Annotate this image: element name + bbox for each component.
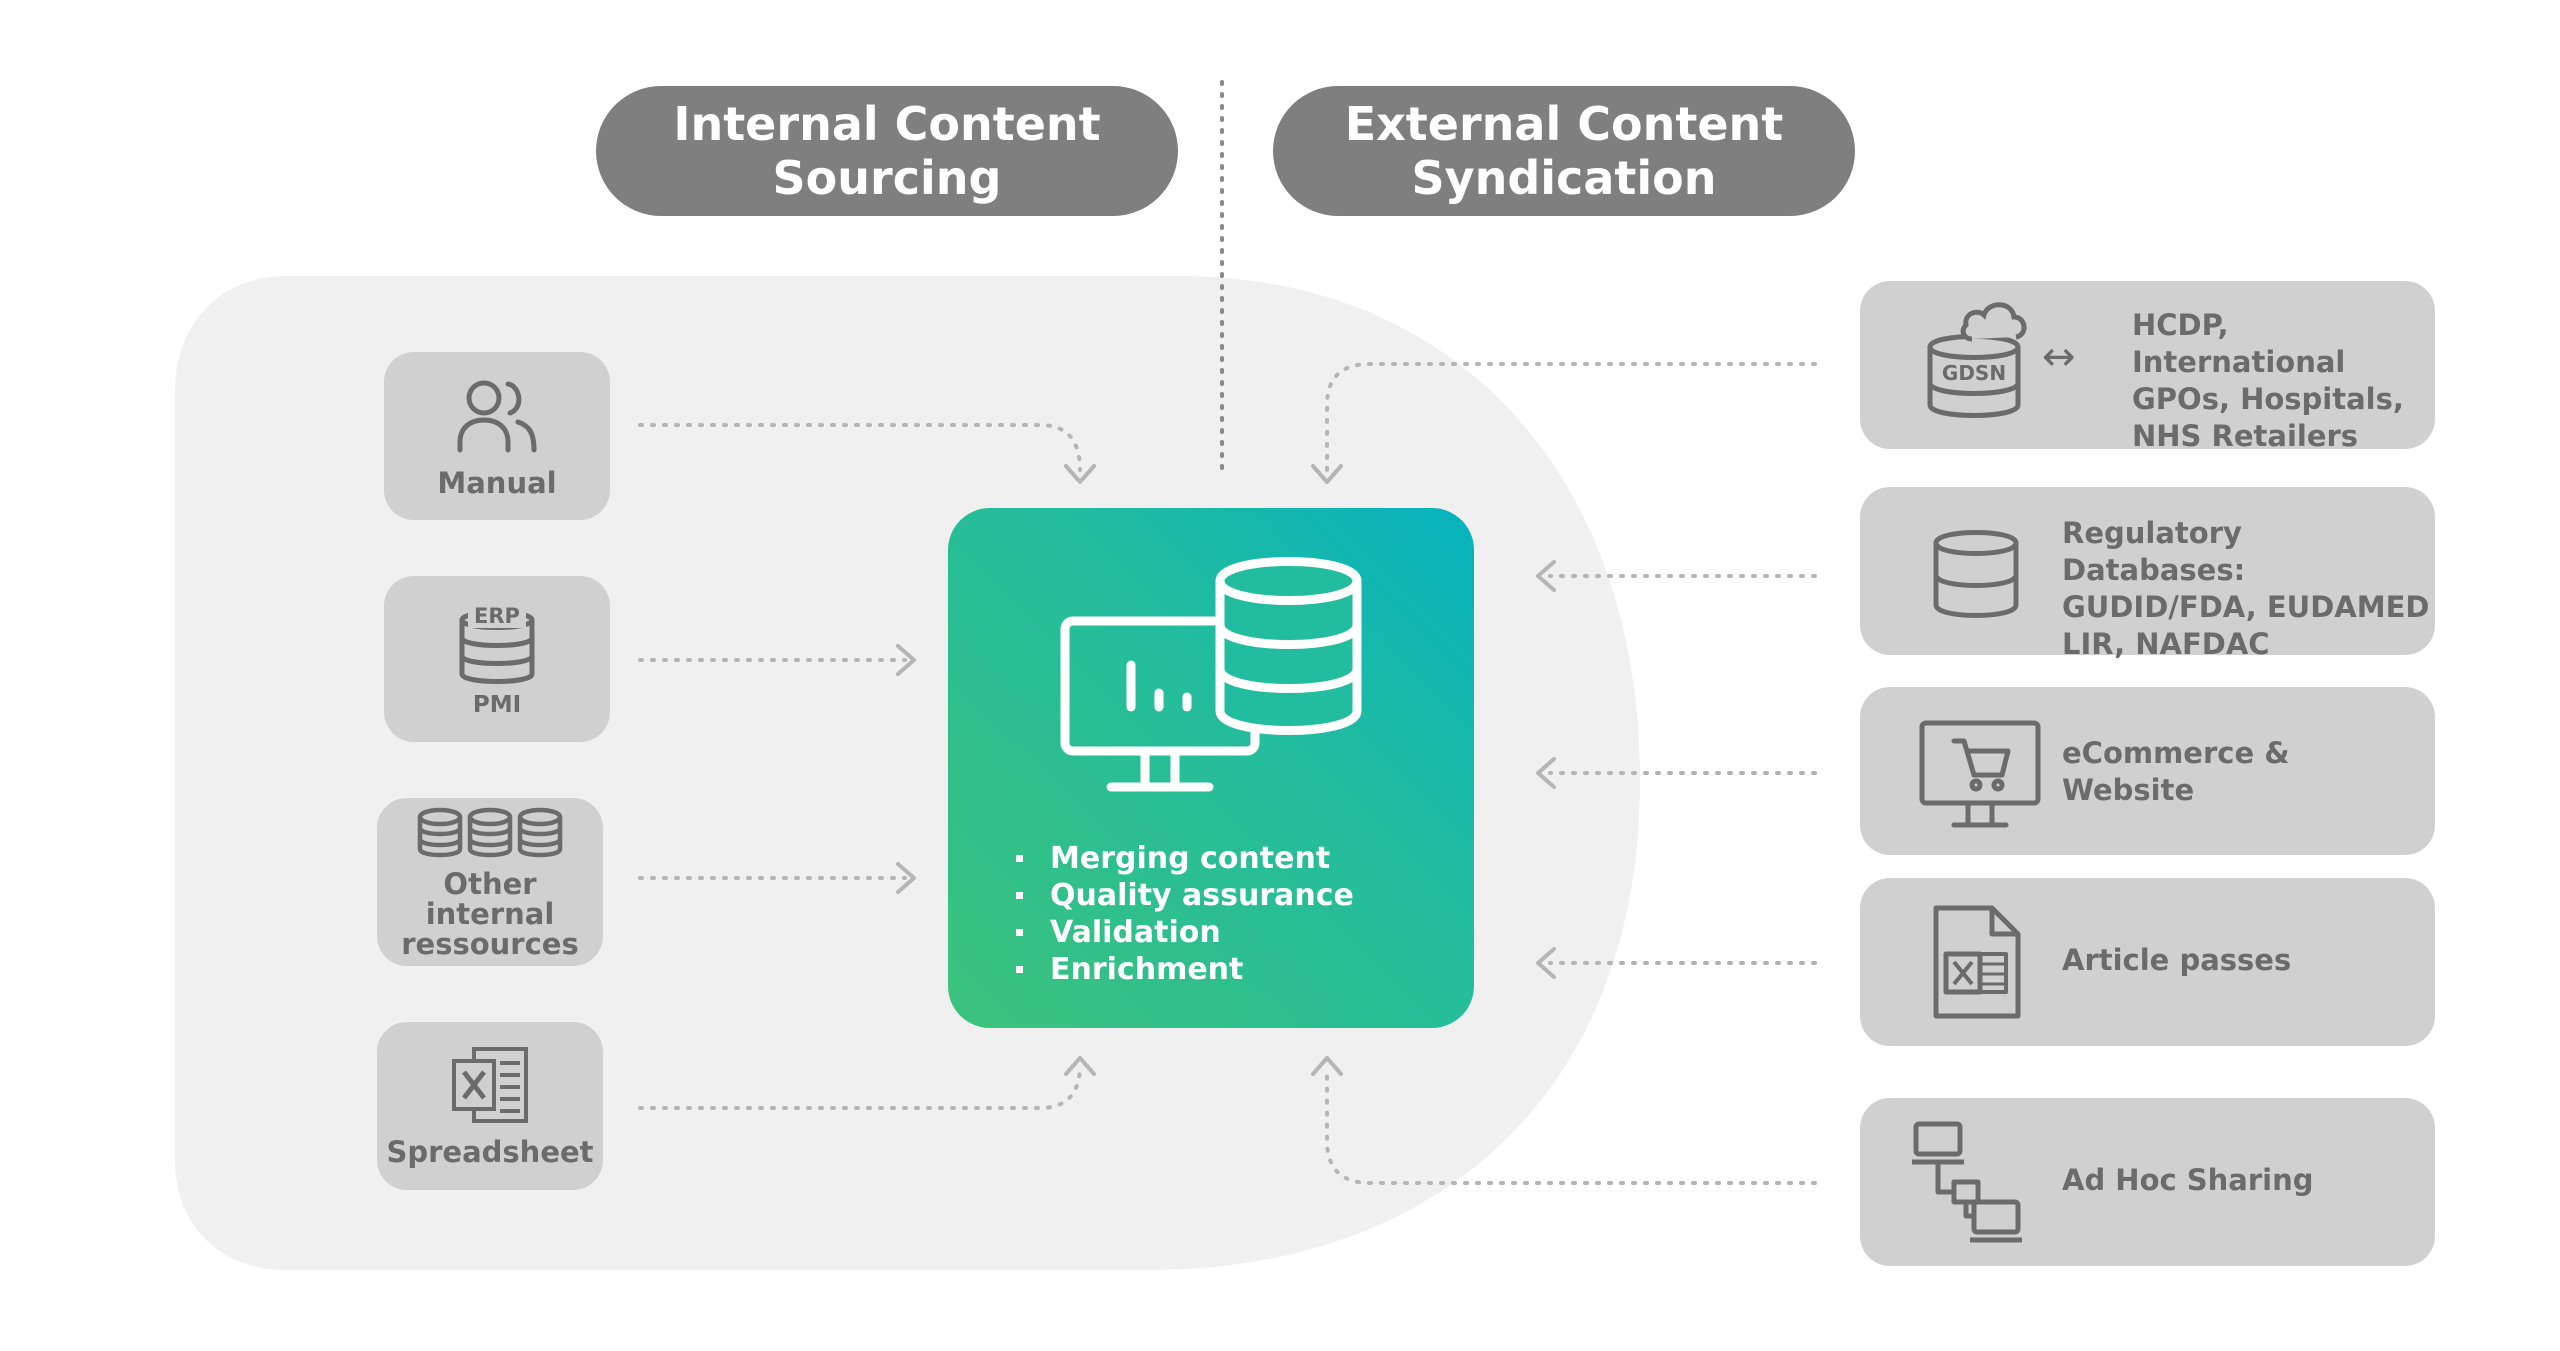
content-hub: [948, 508, 1474, 1028]
target-adhoc-sharing: Ad Hoc Sharing: [1860, 1098, 2435, 1266]
connector-manual: [638, 423, 1082, 472]
gdsn-cloud-database-icon: GDSN: [1927, 302, 2027, 418]
connector-adhoc: [1325, 1073, 1817, 1185]
target-ecommerce: eCommerce & Website: [1860, 687, 2435, 855]
arrowhead-gdsn: [1311, 464, 1343, 484]
monitor-database-icon: [1060, 557, 1362, 792]
target-article-passes: Article passes: [1860, 878, 2435, 1046]
arrowhead-spreadsheet: [1064, 1056, 1096, 1076]
source-manual-label: Manual: [437, 466, 557, 500]
target-adhoc-label: Ad Hoc Sharing: [2062, 1163, 2314, 1197]
source-other-internal: Other internal ressources: [377, 798, 603, 966]
source-pmi: ERP PMI: [384, 576, 610, 742]
excel-file-icon: [1933, 905, 2021, 1019]
arrowhead-pmi: [896, 644, 916, 676]
target-ecommerce-label: eCommerce & Website: [2062, 736, 2290, 807]
database-icon: [1933, 530, 2019, 618]
internal-sourcing-header: Internal Content Sourcing: [596, 86, 1178, 216]
arrowhead-ecommerce: [1536, 757, 1556, 789]
hub-process-list: Merging content Quality assurance Valida…: [1010, 840, 1354, 988]
shopping-cart-monitor-icon: [1919, 720, 2041, 828]
connector-spreadsheet: [638, 1063, 1082, 1110]
target-gdsn: GDSN ↔ HCDP, International GPOs, Hospita…: [1860, 281, 2435, 453]
databases-icon: [417, 807, 563, 858]
source-other-label: Other internal ressources: [401, 867, 579, 961]
target-regulatory: Regulatory Databases: GUDID/FDA, EUDAMED…: [1860, 487, 2435, 661]
source-pmi-label: PMI: [472, 692, 522, 718]
gdsn-badge: GDSN: [1942, 361, 2006, 385]
hub-bullet: Validation: [1010, 914, 1354, 951]
arrowhead-article: [1536, 947, 1556, 979]
database-icon: ERP: [459, 602, 535, 684]
hub-bullet: Quality assurance: [1010, 877, 1354, 914]
hub-bullet: Enrichment: [1010, 951, 1354, 988]
target-article-label: Article passes: [2062, 943, 2292, 977]
users-icon: [457, 380, 537, 453]
erp-badge: ERP: [474, 604, 520, 628]
arrowhead-manual: [1064, 464, 1096, 484]
source-spreadsheet: Spreadsheet: [377, 1022, 603, 1190]
external-syndication-header: External Content Syndication: [1273, 86, 1855, 216]
target-gdsn-label: HCDP, International GPOs, Hospitals, NHS…: [2132, 308, 2404, 453]
source-manual: Manual: [384, 352, 610, 520]
hub-bullet: Merging content: [1010, 840, 1354, 877]
excel-icon: [452, 1047, 528, 1123]
network-computers-icon: [1912, 1121, 2022, 1243]
gdsn-connector: ↔: [2042, 334, 2076, 380]
target-regulatory-label: Regulatory Databases: GUDID/FDA, EUDAMED…: [2062, 516, 2430, 661]
arrowhead-regulatory: [1536, 560, 1556, 592]
source-spreadsheet-label: Spreadsheet: [386, 1135, 594, 1169]
arrowhead-other: [896, 862, 916, 894]
connector-gdsn: [1325, 362, 1817, 472]
arrowhead-adhoc: [1311, 1056, 1343, 1076]
